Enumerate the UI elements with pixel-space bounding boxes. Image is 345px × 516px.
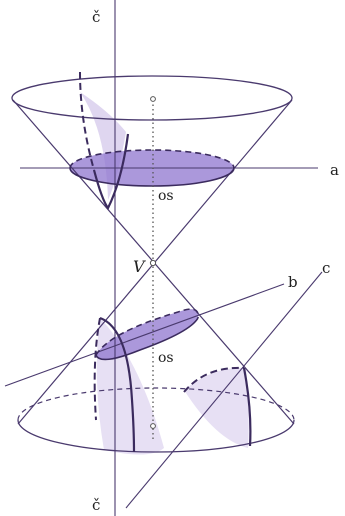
lower-right-hyperbola-solid xyxy=(242,367,252,447)
plane-b-line xyxy=(4,283,285,387)
ellipse-section-front xyxy=(95,317,199,361)
vertex-point xyxy=(149,259,157,267)
plane-c-line xyxy=(125,271,323,509)
circle-section-front xyxy=(69,167,235,187)
ellipse-section-back xyxy=(95,308,199,356)
upper-parabola-solid xyxy=(92,133,130,211)
lower-cone-base-back xyxy=(17,387,295,421)
label-plane-b: b xyxy=(288,273,298,291)
label-vertex: V xyxy=(133,257,146,276)
lower-right-hyperbola-dashed xyxy=(183,366,245,393)
label-axis-lower: os xyxy=(158,350,174,366)
label-plane-c: c xyxy=(322,259,330,277)
axis-bottom-point xyxy=(150,423,156,429)
label-axis-c-top: č xyxy=(92,8,100,26)
axis-top-point xyxy=(150,96,156,102)
circle-section-back xyxy=(69,149,235,169)
upper-parabola-dashed xyxy=(79,71,95,171)
lower-left-parabola-solid xyxy=(99,316,136,453)
lower-left-parabola-dashed xyxy=(93,317,101,421)
label-axis-c-bottom: č xyxy=(92,496,100,514)
lower-cone-base-front xyxy=(17,419,295,453)
label-axis-upper: os xyxy=(158,188,174,204)
upper-cone-rim xyxy=(11,75,293,121)
lower-right-section-shade xyxy=(184,367,249,448)
label-plane-a: a xyxy=(330,161,339,179)
